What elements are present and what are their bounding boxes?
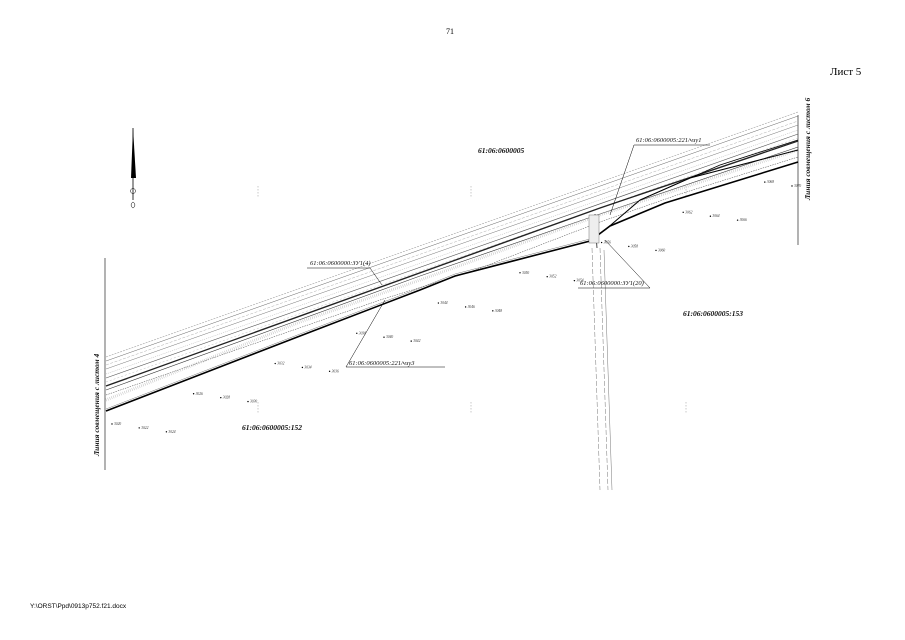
survey-point-label: 3052 (549, 275, 556, 279)
match-line-left-label: Линия совмещения с листом 4 (92, 353, 101, 457)
north-arrow-icon (130, 128, 136, 209)
survey-point-label: 3022 (141, 426, 148, 430)
survey-points: 3020 3022 3024 3026 3028 3030 3032 3034 3036 3038… (111, 180, 801, 434)
survey-point: 3022 (138, 426, 149, 430)
survey-point-label: 3024 (168, 430, 175, 434)
survey-point-label: 3034 (304, 365, 311, 369)
survey-point-label: 3048 (495, 309, 502, 313)
page-number: 71 (446, 27, 454, 36)
survey-point-label: 3020 (114, 422, 121, 426)
survey-point-label: 3058 (631, 244, 638, 248)
survey-point: 3046 (464, 305, 475, 309)
callout-right-label: 61:06:0600000:ЗУ1(20) (580, 280, 644, 287)
crossing-road (591, 247, 613, 491)
survey-point: 3066 (736, 218, 747, 222)
sheet-label: Лист 5 (830, 66, 862, 78)
survey-point: 3032 (274, 362, 285, 366)
survey-point: 3068 (764, 180, 774, 184)
survey-point: 3050 (519, 271, 529, 275)
survey-point: 3048 (492, 309, 502, 313)
survey-point-label: 3064 (712, 214, 719, 218)
survey-point-label: 3046 (468, 305, 475, 309)
callout-top-label: 61:06:0600005:221/чзу1 (636, 137, 702, 144)
callout-leaders (307, 144, 710, 368)
survey-point: 3052 (546, 275, 557, 279)
survey-point-label: 3028 (223, 396, 230, 400)
survey-point-label: 3030 (250, 400, 257, 404)
survey-point: 3036 (328, 369, 339, 373)
survey-point-label: 3042 (413, 339, 420, 343)
survey-point: 3030 (247, 400, 257, 404)
survey-point: 3040 (383, 335, 393, 339)
parcel-152-label: 61:06:0600005:152 (242, 423, 302, 432)
survey-point-label: 3062 (685, 210, 692, 214)
callout-left-label: 61:06:0600000:ЗУ1(4) (310, 260, 371, 267)
survey-point: 3026 (192, 392, 203, 396)
survey-point: 3056 (600, 241, 611, 245)
survey-point-label: 3068 (767, 180, 774, 184)
survey-point: 3060 (655, 248, 665, 252)
match-line-right-label: Линия совмещения с листом 6 (803, 97, 812, 201)
survey-point-label: 3050 (522, 271, 529, 275)
survey-point-label: 3032 (277, 362, 284, 366)
file-path: Y:\ORST\Ppd\0913p752.f21.docx (30, 603, 127, 610)
survey-point: 3058 (628, 244, 638, 248)
survey-point: 3020 (111, 422, 121, 426)
callout-bottom-label: 61:06:0600005:221/чзу3 (349, 360, 415, 367)
survey-point: 3064 (709, 214, 720, 218)
survey-point-label: 3044 (440, 301, 447, 305)
survey-point: 3070 (791, 184, 801, 188)
survey-point-label: 3040 (386, 335, 393, 339)
quarter-label: 61:06:0600005 (478, 146, 524, 155)
survey-point: 3044 (437, 301, 448, 305)
survey-point: 3054 (573, 279, 584, 283)
junction-detail (588, 139, 799, 249)
parcel-153-label: 61:06:0600005:153 (683, 309, 743, 318)
survey-point: 3034 (301, 365, 312, 369)
survey-point: 3028 (220, 396, 230, 400)
road-corridor (105, 111, 799, 412)
survey-point: 3038 (356, 331, 366, 335)
survey-point-label: 3056 (604, 241, 611, 245)
survey-point-label: 3070 (794, 184, 801, 188)
survey-point: 3062 (682, 210, 693, 214)
survey-point-label: 3060 (658, 248, 665, 252)
survey-point: 3024 (165, 430, 176, 434)
survey-point: 3042 (410, 339, 421, 343)
survey-point-label: 3066 (740, 218, 747, 222)
survey-point-label: 3038 (359, 331, 366, 335)
survey-point-label: 3026 (196, 392, 203, 396)
survey-point-label: 3036 (332, 369, 339, 373)
survey-point-label: 3054 (576, 279, 583, 283)
